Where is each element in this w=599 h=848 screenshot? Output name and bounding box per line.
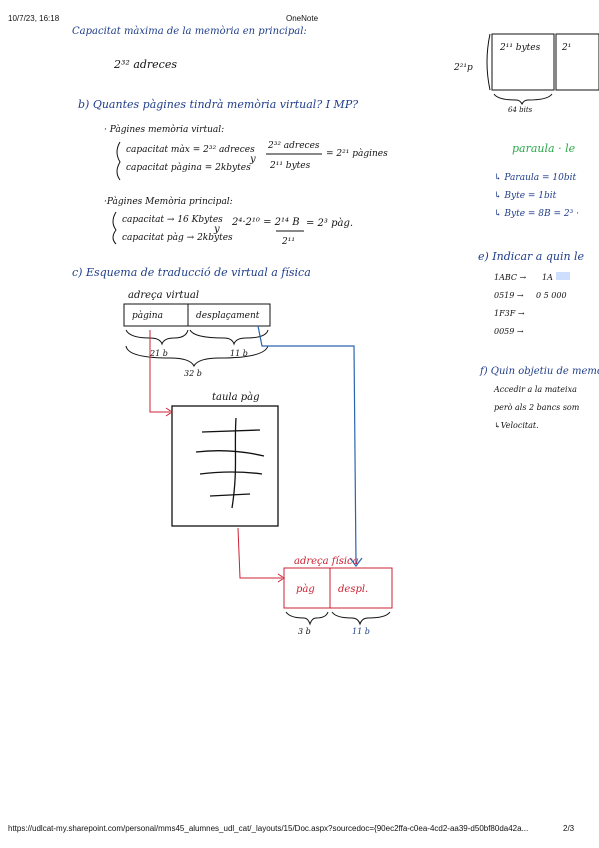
brace-pag <box>285 611 329 626</box>
hex-1ABC: 1ABC → <box>494 273 527 282</box>
print-app-title: OneNote <box>286 14 319 23</box>
question-e: e) Indicar a quin le <box>478 250 585 263</box>
answer-f-line-3: ↳Velocitat. <box>494 421 539 430</box>
hex-0059: 0059 → <box>494 327 524 336</box>
virtual-brace <box>116 141 121 181</box>
bits-despl: 11 b <box>352 627 370 636</box>
right-byte: ↳ Byte = 8B = 2³ · <box>494 209 579 219</box>
page-table-row-3 <box>199 471 263 475</box>
hex-1ABC-result: 1A <box>542 273 553 282</box>
right-cell-2-label: 2¹ <box>561 43 571 53</box>
physical-address-box <box>283 567 393 609</box>
note-address-count: 2³² adreces <box>113 58 177 71</box>
green-paraula-note: paraula · le <box>512 142 576 155</box>
page-table-box <box>171 405 279 527</box>
virtual-line-2: capacitat pàgina = 2kbytes <box>126 162 251 173</box>
arrow-page-to-table <box>149 330 170 413</box>
principal-brace <box>112 211 117 245</box>
page-table-row-1 <box>201 429 261 433</box>
principal-result: = 2³ pàg. <box>306 218 353 229</box>
virtual-line-1: capacitat màx = 2³² adreces <box>126 144 255 155</box>
virtual-pages-title: · Pàgines memòria virtual: <box>104 124 224 135</box>
virtual-result: = 2²¹ pàgines <box>326 148 388 159</box>
hex-0519-result: 0 5 000 <box>536 291 567 300</box>
question-b: b) Quantes pàgines tindrà memòria virtua… <box>78 98 358 111</box>
bits-pag: 3 b <box>298 627 311 636</box>
principal-pages-title: ·Pàgines Memòria principal: <box>104 196 233 207</box>
virtual-and: y <box>249 154 256 165</box>
bits-desplacament: 11 b <box>230 349 248 358</box>
print-datetime: 10/7/23, 16:18 <box>8 14 60 23</box>
brace-desplacament <box>189 329 269 346</box>
hex-0519: 0519 → <box>494 291 524 300</box>
right-paraula: ↳ Paraula = 10bit <box>494 173 576 183</box>
right-byte-bit: ↳ Byte = 1bit <box>494 191 557 201</box>
field-pag: pàg <box>296 584 315 595</box>
page-table-row-2 <box>195 450 265 457</box>
right-cell-2 <box>555 33 599 91</box>
virtual-fraction-denominator: 2¹¹ bytes <box>269 161 311 171</box>
page-table-label: taula pàg <box>212 392 260 403</box>
field-desplacament: desplaçament <box>196 311 260 321</box>
page-table-vertical-stroke <box>231 417 237 509</box>
right-bottom-brace <box>493 93 553 106</box>
bits-total: 32 b <box>184 369 202 378</box>
note-top-cutoff: Capacitat màxima de la memòria en princi… <box>72 26 307 37</box>
arrow-table-to-physical <box>237 527 282 579</box>
brace-pagina <box>125 329 189 346</box>
answer-f-line-2: però als 2 bancs som <box>494 403 580 412</box>
virtual-fraction-numerator: 2³² adreces <box>267 141 320 151</box>
brace-despl <box>331 611 391 626</box>
answer-f-line-1: Accedir a la mateixa <box>493 385 577 394</box>
page-table-row-4 <box>209 493 251 497</box>
right-cell-1-label: 2¹¹ bytes <box>499 43 541 53</box>
print-url: https://udlcat-my.sharepoint.com/persona… <box>8 824 529 833</box>
principal-line-2: capacitat pàg → 2kbytes <box>122 232 233 243</box>
virtual-address-label: adreça virtual <box>128 290 199 301</box>
physical-address-label: adreça física <box>294 556 359 567</box>
bits-pagina: 21 b <box>149 349 168 358</box>
principal-calc: 2⁴·2¹⁰ = 2¹⁴ B <box>231 217 300 228</box>
brace-total <box>125 345 269 368</box>
principal-denominator: 2¹¹ <box>281 237 295 247</box>
arrow-offset-to-physical <box>257 325 357 565</box>
right-64-bits: 64 bits <box>508 106 533 114</box>
question-f: f) Quin objetiu de memò <box>479 366 599 377</box>
right-2p-label: 2²¹p <box>453 63 473 73</box>
right-cell-1 <box>491 33 555 91</box>
highlight-mark <box>556 272 570 280</box>
principal-and: y <box>213 224 220 235</box>
principal-line-1: capacitat → 16 Kbytes <box>122 215 223 225</box>
print-page-indicator: 2/3 <box>563 824 575 833</box>
virtual-address-box <box>123 303 271 327</box>
field-pagina: pàgina <box>132 310 163 321</box>
question-c: c) Esquema de traducció de virtual a fís… <box>72 266 311 279</box>
arrow-page-to-table-head <box>165 407 173 417</box>
arrow-offset-to-physical-head <box>349 557 363 567</box>
field-despl: despl. <box>338 584 368 595</box>
hex-1F3F: 1F3F → <box>494 309 525 318</box>
right-brace <box>486 33 491 91</box>
